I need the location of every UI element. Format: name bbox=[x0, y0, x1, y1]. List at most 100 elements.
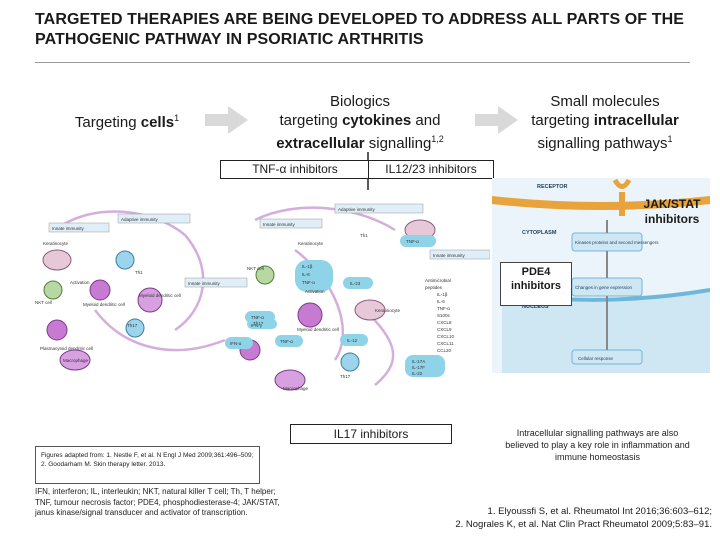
tnf-alpha-center-label: TNF-α bbox=[251, 315, 264, 320]
antimicrobial-6: S100s bbox=[437, 313, 451, 318]
title-divider bbox=[35, 62, 690, 63]
abbreviations: IFN, interferon; IL, interleukin; NKT, n… bbox=[35, 487, 280, 517]
cytokine-cluster-blob bbox=[295, 260, 333, 292]
intracellular-signalling-panel: RECEPTOR CYTOPLASM NUCLEUS Kinases prote… bbox=[492, 178, 710, 373]
adaptive-immunity-top-label: Adaptive immunity bbox=[338, 207, 376, 212]
il17-inhibitors-box: IL17 inhibitors bbox=[290, 424, 452, 444]
keratinocyte-center bbox=[354, 299, 386, 321]
innate-immunity-left-label: Innate immunity bbox=[52, 226, 85, 231]
myeloid-dc-label-2: Myeloid dendritic cell bbox=[297, 327, 339, 332]
cytokine-il1b: IL-1β bbox=[302, 264, 313, 269]
plasmacytoid-dc bbox=[46, 319, 68, 341]
adaptive-immunity-left-tag bbox=[117, 213, 191, 224]
tnf-alpha-lower-label: TNF-α bbox=[280, 339, 293, 344]
keratinocyte-label-1: Keratinocyte bbox=[43, 241, 69, 246]
ifn-gamma-label: IFN-γ bbox=[251, 323, 263, 328]
tnf-alpha-right-label: TNF-α bbox=[406, 239, 419, 244]
heading-biologics: Biologics targeting cytokines and extrac… bbox=[276, 93, 444, 152]
page-title: TARGETED THERAPIES ARE BEING DEVELOPED T… bbox=[35, 11, 685, 48]
adaptive-immunity-left-label: Adaptive immunity bbox=[121, 217, 159, 222]
macrophage-left bbox=[59, 349, 91, 371]
receptor-icon bbox=[612, 178, 632, 216]
nkt-cell-2 bbox=[255, 265, 275, 285]
ifn-alpha-label: IFN-α bbox=[230, 341, 242, 346]
antimicrobial-5: TNF-α bbox=[437, 306, 450, 311]
innate-immunity-left-tag bbox=[48, 222, 110, 233]
macrophage-bottom bbox=[274, 369, 306, 391]
th1-label-a: Th1 bbox=[135, 270, 143, 275]
il17-cluster-blob bbox=[405, 355, 445, 377]
tnf-alpha-inhibitors-box: TNF-α inhibitors bbox=[220, 160, 370, 179]
keratinocyte-label-4: Myeloid dendritic cell bbox=[139, 293, 181, 298]
myeloid-dc-label: Myeloid dendritic cell bbox=[83, 302, 125, 307]
reference-2: 2. Nograles K, et al. Nat Clin Pract Rhe… bbox=[455, 519, 712, 530]
nkt-label: NKT cell bbox=[35, 300, 52, 305]
th1-label-b: Th1 bbox=[360, 233, 368, 238]
il23-label: IL-23 bbox=[350, 281, 361, 286]
il17a-label: IL-17A bbox=[412, 359, 425, 364]
arrow-cells-to-biologics bbox=[205, 106, 248, 134]
keratinocyte-label-3: Keratinocyte bbox=[375, 308, 401, 313]
cell-membrane bbox=[492, 196, 710, 210]
jak-stat-inhibitors-label: JAK/STAT inhibitors bbox=[643, 197, 701, 226]
pde4-inhibitors-box: PDE4 inhibitors bbox=[500, 262, 572, 306]
macrophage-label-1: Macrophage bbox=[63, 358, 89, 363]
cellular-response-label: Cellular response bbox=[578, 356, 614, 361]
reference-1: 1. Elyoussfi S, et al. Rheumatol Int 201… bbox=[487, 506, 712, 517]
innate-immunity-right-label: Innate immunity bbox=[433, 253, 466, 258]
antimicrobial-10: CXCL11 bbox=[437, 341, 454, 346]
gene-expression-label: Changes in gene expression bbox=[575, 285, 633, 290]
antimicrobial-4: IL-6 bbox=[437, 299, 445, 304]
arrow-biologics-to-small bbox=[475, 106, 518, 134]
heading-targeting-cells: Targeting cells1 bbox=[74, 113, 180, 131]
myeloid-dc-left bbox=[89, 279, 111, 301]
th17-label-b: Th17 bbox=[253, 321, 264, 326]
figure-source-note: Figures adapted from: 1. Nestle F, et al… bbox=[35, 446, 260, 484]
nucleus-label: NUCLEUS bbox=[522, 304, 549, 310]
innate-immunity-mid-label: Innate immunity bbox=[263, 222, 296, 227]
il17f-label: IL-17F bbox=[412, 365, 425, 370]
ifn-alpha-blob bbox=[225, 337, 253, 349]
heading-small-molecules: Small molecules targeting intracellular … bbox=[531, 93, 679, 152]
nkt-label-2: NKT cell bbox=[247, 266, 264, 271]
keratinocyte-label-2: Keratinocyte bbox=[298, 241, 324, 246]
il23-blob bbox=[343, 277, 373, 289]
antimicrobial-11: CCL20 bbox=[437, 348, 452, 353]
plasmacytoid-label: Plasmacytoid dendritic cell bbox=[40, 346, 93, 351]
intracellular-note: Intracellular signalling pathways are al… bbox=[505, 428, 690, 462]
myeloid-dc-center bbox=[297, 302, 323, 328]
activation-label-2: Activation bbox=[305, 289, 325, 294]
antimicrobial-1: Antimicrobial bbox=[425, 278, 451, 283]
antimicrobial-7: CXCL8 bbox=[437, 320, 452, 325]
pathogenesis-diagram: Adaptive immunity Adaptive immunity Inna… bbox=[35, 190, 490, 415]
nkt-cell bbox=[43, 280, 63, 300]
adaptive-immunity-top-tag bbox=[334, 203, 424, 214]
tnf-alpha-right-blob bbox=[400, 235, 436, 247]
antimicrobial-2: peptides bbox=[425, 285, 443, 290]
il12-23-inhibitors-box: IL12/23 inhibitors bbox=[368, 160, 494, 179]
cytokine-il6: IL-6 bbox=[302, 272, 310, 277]
activation-label-1: Activation bbox=[70, 280, 90, 285]
cytoplasm-label: CYTOPLASM bbox=[522, 230, 557, 236]
macrophage-label-2: Macrophage bbox=[283, 386, 309, 391]
antimicrobial-3: IL-1β bbox=[437, 292, 448, 297]
il12-blob bbox=[340, 334, 368, 346]
th17-cell-a bbox=[125, 318, 145, 338]
innate-immunity-right-tag bbox=[429, 249, 490, 260]
innate-immunity-center-tag bbox=[184, 277, 248, 288]
kinases-label: Kinases proteins and second messengers bbox=[575, 240, 659, 245]
receptor-label: RECEPTOR bbox=[537, 184, 567, 190]
tnf-alpha-lower-blob bbox=[275, 335, 303, 347]
antimicrobial-8: CXCL9 bbox=[437, 327, 452, 332]
ifn-gamma-blob bbox=[247, 319, 277, 329]
th17-label-c: Th17 bbox=[340, 374, 351, 379]
keratinocyte-left bbox=[42, 249, 72, 271]
dendritic-cell-1 bbox=[137, 287, 163, 313]
il12-label: IL-12 bbox=[347, 338, 358, 343]
il22-label: IL-22 bbox=[412, 371, 423, 376]
cytokine-tnfa: TNF-α bbox=[302, 280, 315, 285]
innate-immunity-mid-tag bbox=[259, 218, 323, 229]
innate-immunity-center-label: Innate immunity bbox=[188, 281, 221, 286]
th17-cell-b bbox=[340, 352, 360, 372]
